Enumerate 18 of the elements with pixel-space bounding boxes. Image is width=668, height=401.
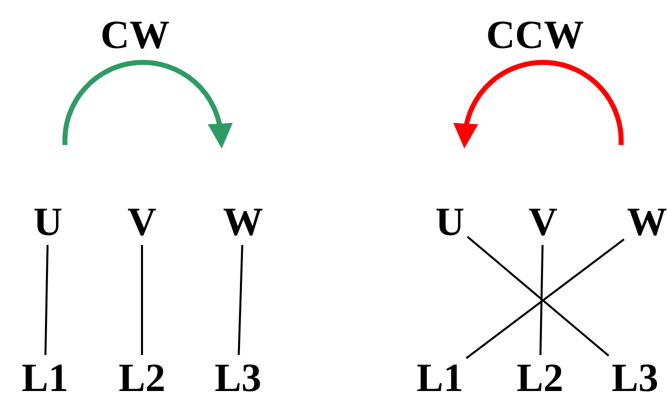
- terminal-label: L3: [612, 358, 658, 398]
- terminal-label: V: [128, 202, 156, 242]
- terminal-label: L1: [416, 358, 464, 398]
- connection-line: [238, 244, 244, 356]
- connection-line: [141, 245, 143, 355]
- terminal-label: V: [528, 202, 558, 242]
- terminal-label: U: [436, 202, 464, 242]
- connection-line: [44, 244, 49, 356]
- rotation-label: CW: [100, 15, 170, 55]
- terminal-label: L1: [22, 358, 68, 398]
- rotation-label: CCW: [486, 15, 584, 55]
- terminal-label: W: [627, 202, 667, 242]
- terminal-label: L2: [118, 358, 166, 398]
- terminal-label: L2: [516, 358, 564, 398]
- terminal-label: W: [223, 202, 263, 242]
- terminal-label: U: [34, 202, 62, 242]
- connection-line: [539, 244, 544, 356]
- terminal-label: L3: [214, 358, 262, 398]
